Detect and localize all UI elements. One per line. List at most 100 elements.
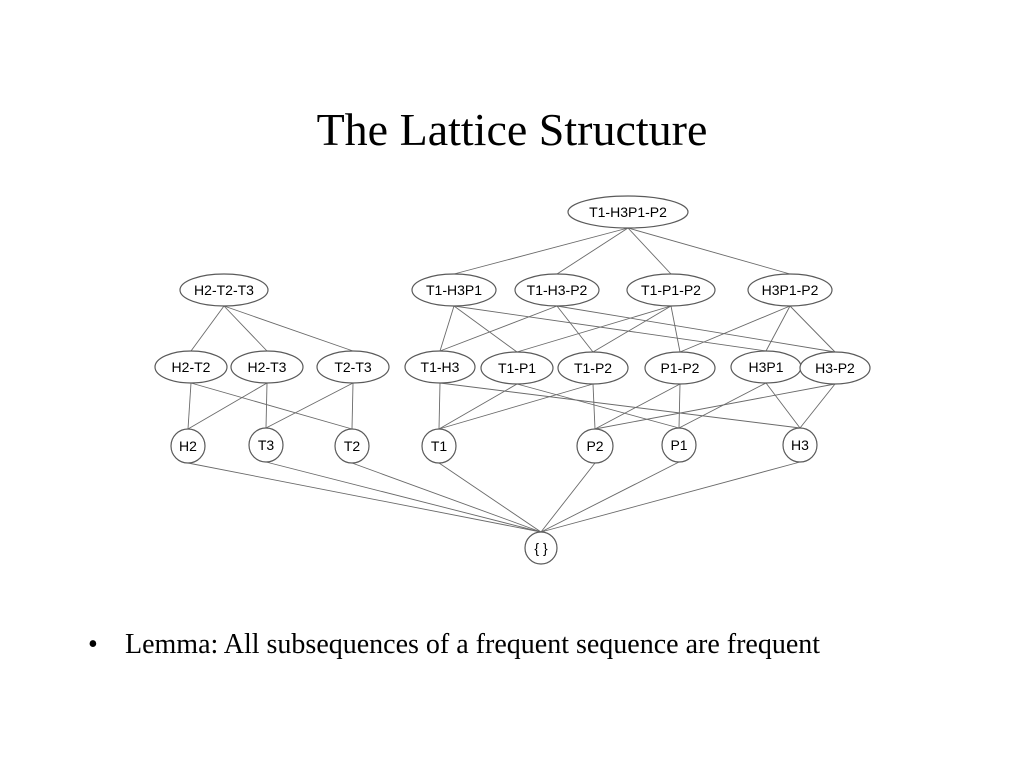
node-ellipse (524, 531, 558, 565)
node-ellipse (170, 428, 206, 464)
bullet-text: Lemma: All subsequences of a frequent se… (125, 629, 821, 660)
node-label: P1-P2 (661, 360, 700, 376)
lattice-node: H3P1 (730, 350, 802, 384)
lattice-node: T1-H3-P2 (514, 273, 600, 307)
node-label: T1 (431, 438, 448, 454)
lattice-edge (265, 382, 354, 429)
slide-title: The Lattice Structure (316, 104, 708, 155)
node-label: H2 (179, 438, 197, 454)
lattice-edge (438, 383, 518, 430)
node-ellipse (782, 427, 818, 463)
lattice-edge (439, 305, 455, 352)
node-ellipse (626, 273, 716, 307)
lattice-node: T2-T3 (316, 350, 390, 384)
lattice-edge (627, 227, 791, 275)
lattice-edge (187, 382, 192, 430)
lattice-node: P2 (576, 428, 614, 464)
lattice-node: T2 (334, 428, 370, 464)
node-label: T2-T3 (334, 359, 372, 375)
lattice-edge (540, 461, 680, 533)
node-label: T1-P2 (574, 360, 612, 376)
lattice-edge (516, 305, 672, 353)
lattice-edge (592, 383, 596, 430)
lattice-node: H2-T3 (230, 350, 304, 384)
lattice-edge (351, 462, 542, 533)
lattice-edge (453, 305, 518, 353)
lattice-node: H2-T2-T3 (179, 273, 269, 307)
lattice-edge (789, 305, 836, 353)
lattice-edge (627, 227, 672, 275)
node-ellipse (661, 427, 697, 463)
lattice-node: H3 (782, 427, 818, 463)
lattice-edge (678, 383, 681, 429)
node-ellipse (316, 350, 390, 384)
node-label: T1-P1-P2 (641, 282, 701, 298)
lattice-edge (438, 382, 441, 430)
lattice-node: H2 (170, 428, 206, 464)
node-label: T1-H3P1-P2 (589, 204, 667, 220)
node-ellipse (480, 351, 554, 385)
lattice-edge (438, 462, 542, 533)
lattice-node: H3P1-P2 (747, 273, 833, 307)
lattice-node: P1 (661, 427, 697, 463)
node-ellipse (799, 351, 871, 385)
node-ellipse (576, 428, 614, 464)
lattice-edge (187, 462, 542, 533)
lattice-node: T1-H3P1 (411, 273, 497, 307)
node-label: T3 (258, 437, 275, 453)
node-label: T1-H3 (421, 359, 460, 375)
lattice-edge (265, 382, 268, 429)
lattice-node: T1-P1-P2 (626, 273, 716, 307)
node-label: H3-P2 (815, 360, 855, 376)
node-ellipse (644, 351, 716, 385)
lattice-edge (438, 383, 594, 430)
node-label: H2-T2 (172, 359, 211, 375)
lattice-edge (190, 305, 225, 352)
lattice-edge (223, 305, 354, 352)
lattice-edge (592, 305, 672, 353)
bullet-point: • Lemma: All subsequences of a frequent … (88, 624, 888, 665)
lattice-node: T1-H3 (404, 350, 476, 384)
lattice-node: H3-P2 (799, 351, 871, 385)
node-label: T1-H3P1 (426, 282, 482, 298)
node-ellipse (421, 428, 457, 464)
lattice-edge (594, 383, 836, 430)
node-ellipse (248, 427, 284, 463)
lattice-node: { } (524, 531, 558, 565)
lattice-edge (265, 461, 542, 533)
lattice-node: T3 (248, 427, 284, 463)
lattice-edge (223, 305, 268, 352)
node-ellipse (411, 273, 497, 307)
lattice-node: T1 (421, 428, 457, 464)
lattice-edge (556, 305, 594, 353)
node-label: H3 (791, 437, 809, 453)
lattice-node: P1-P2 (644, 351, 716, 385)
lattice-edge (439, 305, 558, 352)
node-label: T1-H3-P2 (527, 282, 588, 298)
lattice-edge (679, 305, 791, 353)
lattice-edge (516, 383, 680, 429)
lattice-node: T1-P1 (480, 351, 554, 385)
lattice-node: H2-T2 (154, 350, 228, 384)
node-ellipse (179, 273, 269, 307)
lattice-edge (190, 382, 353, 430)
edge-layer (187, 227, 836, 533)
node-label: H3P1 (748, 359, 783, 375)
node-label: T1-P1 (498, 360, 536, 376)
node-ellipse (567, 195, 689, 229)
lattice-edge (187, 382, 268, 430)
lattice-edge (540, 461, 801, 533)
lattice-edge (799, 383, 836, 429)
node-ellipse (557, 351, 629, 385)
node-label: H3P1-P2 (762, 282, 819, 298)
bullet-marker: • (88, 629, 98, 660)
node-ellipse (747, 273, 833, 307)
node-label: H2-T2-T3 (194, 282, 254, 298)
lattice-edge (453, 227, 629, 275)
lattice-edge (439, 382, 801, 429)
lattice-edge (594, 383, 681, 430)
node-label: H2-T3 (248, 359, 287, 375)
lattice-edge (556, 305, 836, 353)
